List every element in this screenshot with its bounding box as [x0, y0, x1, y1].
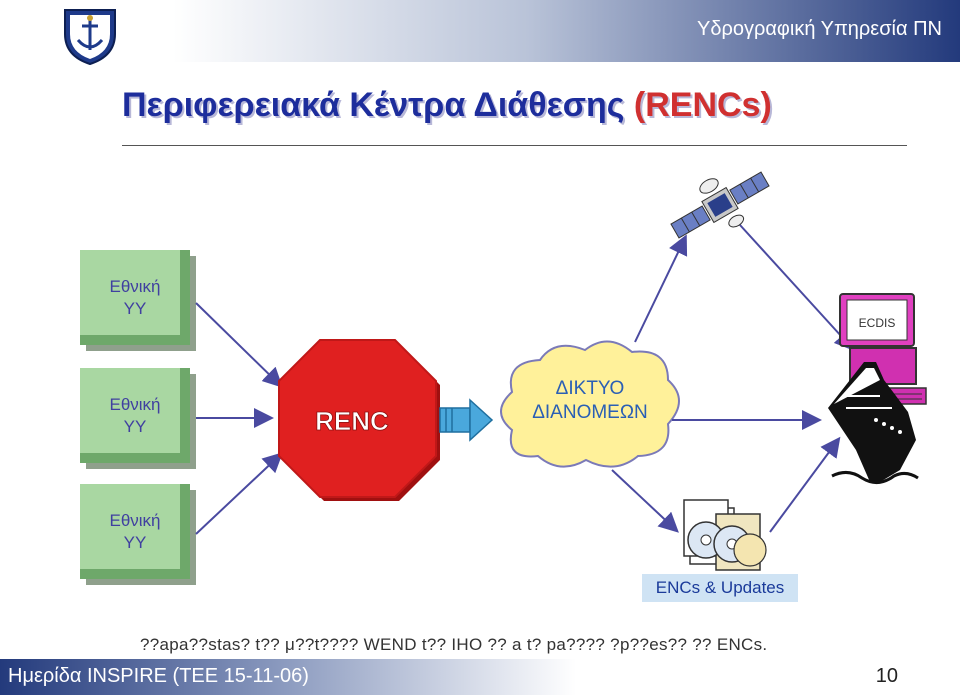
arrow-satellite-ship — [740, 225, 852, 348]
arrow-cloud-cds — [612, 470, 676, 530]
arrow-box1-renc — [196, 303, 280, 385]
arrow-box3-renc — [196, 455, 280, 534]
renc-label: RENC — [315, 406, 389, 436]
encs-updates-label: ENCs & Updates — [642, 574, 798, 602]
satellite-icon — [661, 155, 779, 255]
network-label-line1: ΔΙΚΤΥΟ — [556, 378, 625, 399]
network-label-line2: ΔΙΑΝΟΜΕΩΝ — [532, 402, 648, 423]
arrow-cds-ship — [770, 440, 838, 532]
ecdis-label: ECDIS — [859, 316, 896, 330]
description-text: ??apa??stas? t?? μ??t???? WEND t?? IHO ?… — [140, 635, 767, 655]
block-arrow — [440, 400, 492, 440]
footer-event: Ημερίδα INSPIRE (ΤΕΕ 15-11-06) — [8, 665, 309, 688]
cd-discs-icon — [684, 500, 766, 570]
arrow-cloud-satellite — [635, 238, 685, 342]
page-number: 10 — [876, 665, 898, 688]
